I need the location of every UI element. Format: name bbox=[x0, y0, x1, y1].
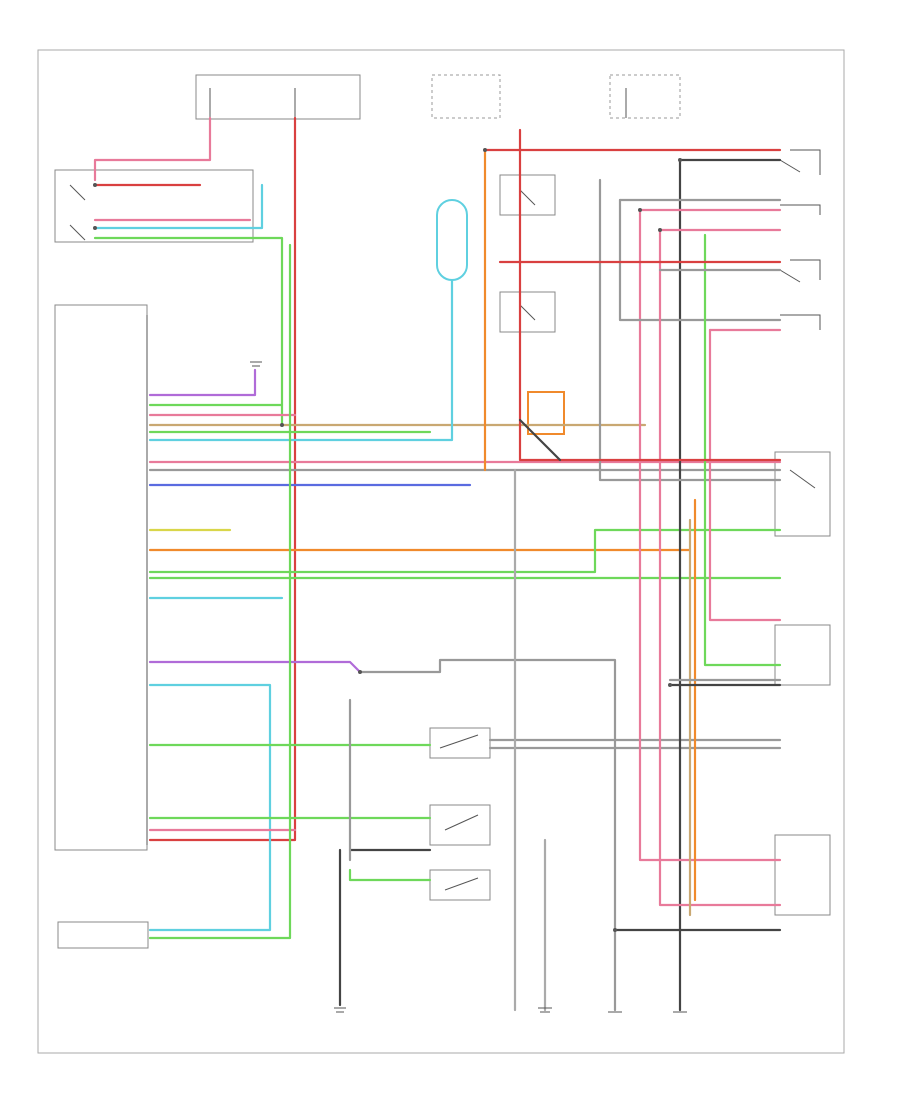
relay-center-upper bbox=[499, 174, 556, 216]
ground-center bbox=[538, 1007, 552, 1013]
splice-dot bbox=[280, 423, 284, 427]
splice-dot bbox=[678, 158, 682, 162]
wire-green-3 bbox=[148, 528, 782, 574]
diagram-frame bbox=[37, 49, 845, 1054]
wire-pink-bus-3 bbox=[708, 328, 782, 622]
wire-black-relay bbox=[518, 418, 562, 462]
switch-right-1 bbox=[779, 149, 821, 215]
wire-green-relay bbox=[93, 236, 284, 427]
wire-group bbox=[93, 116, 782, 1012]
fuse-box-top-right bbox=[609, 74, 681, 119]
wire-pink-feed bbox=[93, 116, 212, 182]
splice-dots bbox=[93, 148, 682, 932]
relay-box-top-left bbox=[54, 169, 254, 243]
center-switch-3 bbox=[429, 869, 491, 901]
fuse-box-top-mid bbox=[431, 74, 501, 119]
wire-cyan-1 bbox=[148, 278, 454, 442]
wire-red-main bbox=[148, 116, 297, 842]
splice-dot bbox=[93, 183, 97, 187]
switch-right-2 bbox=[779, 259, 821, 330]
ground-left bbox=[334, 1007, 346, 1013]
generic-electronic-module bbox=[54, 304, 148, 851]
wire-gray-door bbox=[358, 658, 617, 1012]
wire-pink-vert bbox=[638, 208, 782, 862]
splice-dot bbox=[638, 208, 642, 212]
relay-center-lower bbox=[499, 291, 556, 333]
wire-green-8 bbox=[348, 868, 432, 882]
relay-center-box bbox=[527, 391, 565, 435]
wire-green-right bbox=[703, 233, 782, 667]
splice-dot bbox=[613, 928, 617, 932]
wire-purple-1 bbox=[148, 368, 257, 397]
switch-right-5 bbox=[774, 834, 831, 916]
splice-dot bbox=[358, 670, 362, 674]
switch-right-4 bbox=[774, 624, 831, 686]
wire-red-relay bbox=[518, 128, 782, 462]
wire-gray-bus bbox=[598, 178, 782, 482]
module-bottom-left bbox=[57, 921, 149, 949]
splice-dot bbox=[483, 148, 487, 152]
wire-green-7 bbox=[148, 243, 292, 940]
wire-cyan-relay bbox=[93, 183, 264, 230]
connector-pill bbox=[436, 199, 468, 281]
splice-dot bbox=[93, 226, 97, 230]
splice-dot bbox=[668, 683, 672, 687]
switch-right-3 bbox=[774, 451, 831, 537]
center-switch-1 bbox=[429, 727, 491, 759]
wire-pink-vert-2 bbox=[658, 228, 782, 907]
fuse-box-top-left bbox=[195, 74, 361, 120]
ground-symbol-top bbox=[250, 361, 262, 367]
wire-purple-2 bbox=[148, 660, 362, 674]
splice-dot bbox=[658, 228, 662, 232]
wire-cyan-3 bbox=[148, 683, 272, 932]
center-switch-2 bbox=[429, 804, 491, 846]
wire-gray-vert-2 bbox=[618, 198, 782, 322]
